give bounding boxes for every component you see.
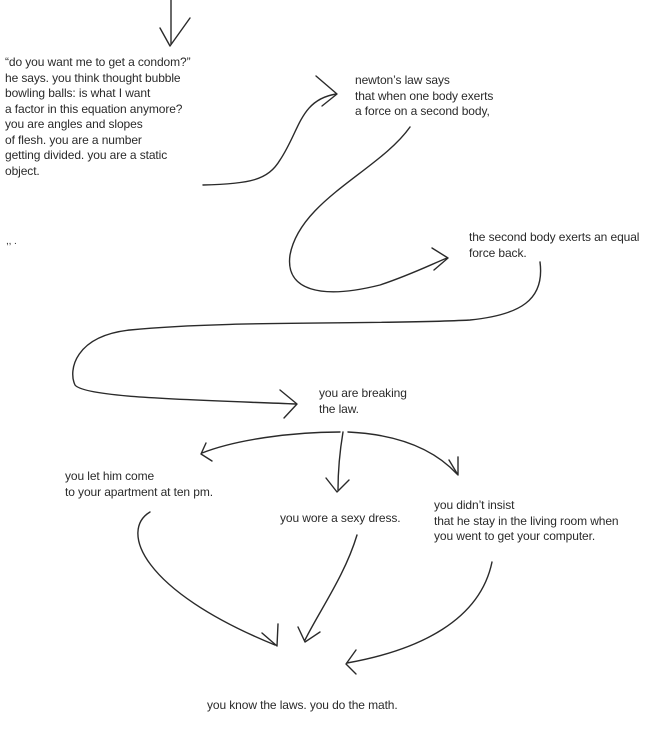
arrow-branch-left-head [200,442,213,462]
arrow-lethim-to-bottom [137,511,276,646]
arrow-second-to-breaking-head [279,389,298,419]
newton-line: a force on a second body, [355,104,490,118]
stray-marks-text: ,, . [6,236,17,247]
arrow-lethim-to-bottom-head [261,623,279,647]
let-him-line: you let him come [65,469,155,483]
arrow-insist-to-bottom-head [345,649,357,675]
breaking-line: the law. [319,401,359,416]
stanza-line: he says. you think thought bubble [5,70,181,85]
arrow-dress-to-bottom [304,534,358,641]
stanza-second-body: the second body exerts an equal force ba… [469,230,639,261]
stanza-dress: you wore a sexy dress. [280,511,401,527]
arrow-second-to-breaking [72,261,542,405]
stanza-line: getting divided. you are a static [5,148,168,162]
arrow-newton-to-second-head [431,247,449,271]
arrow-branch-right-head [448,456,459,476]
arrow-top-incoming-head [159,17,191,47]
arrow-stanza-to-newton [202,93,337,186]
insist-line: you went to get your computer. [434,529,596,543]
newton-line: newton’s law says [355,73,450,87]
arrow-branch-left [201,431,341,454]
insist-line: you didn’t insist [434,498,515,512]
stanza-insist: you didn’t insist that he stay in the li… [434,498,619,545]
newton-line: that when one body exerts [355,88,494,103]
insist-line: that he stay in the living room when [434,513,619,528]
arrow-branch-right [347,431,458,475]
stanza-breaking: you are breaking the law. [319,386,407,417]
stanza-line: you are angles and slopes [5,117,143,131]
closing-line: you know the laws. you do the math. [207,698,398,714]
breaking-line: you are breaking [319,386,407,400]
second-body-line: force back. [469,245,527,260]
stray-marks: ,, . [6,234,17,250]
arrow-insist-to-bottom [346,561,493,664]
stanza-line: of flesh. you are a number [5,132,142,147]
stanza-line: bowling balls: is what I want [5,86,151,100]
stanza-line: “do you want me to get a condom?” [5,55,191,69]
closing-text: you know the laws. you do the math. [207,698,398,712]
stanza-let-him: you let him come to your apartment at te… [65,469,213,500]
arrow-dress-to-bottom-head [297,626,321,643]
stanza-newton: newton’s law says that when one body exe… [355,73,493,120]
arrow-newton-to-second [288,126,448,293]
second-body-line: the second body exerts an equal [469,230,640,244]
dress-line: you wore a sexy dress. [280,511,401,525]
let-him-line: to your apartment at ten pm. [65,484,213,499]
stanza-condom: “do you want me to get a condom?” he say… [5,55,191,179]
arrow-stanza-to-newton-head [315,75,338,107]
arrow-branch-center-head [325,477,350,493]
stanza-line: object. [5,163,40,178]
stanza-line: a factor in this equation anymore? [5,101,183,116]
arrow-branch-center [337,431,344,491]
